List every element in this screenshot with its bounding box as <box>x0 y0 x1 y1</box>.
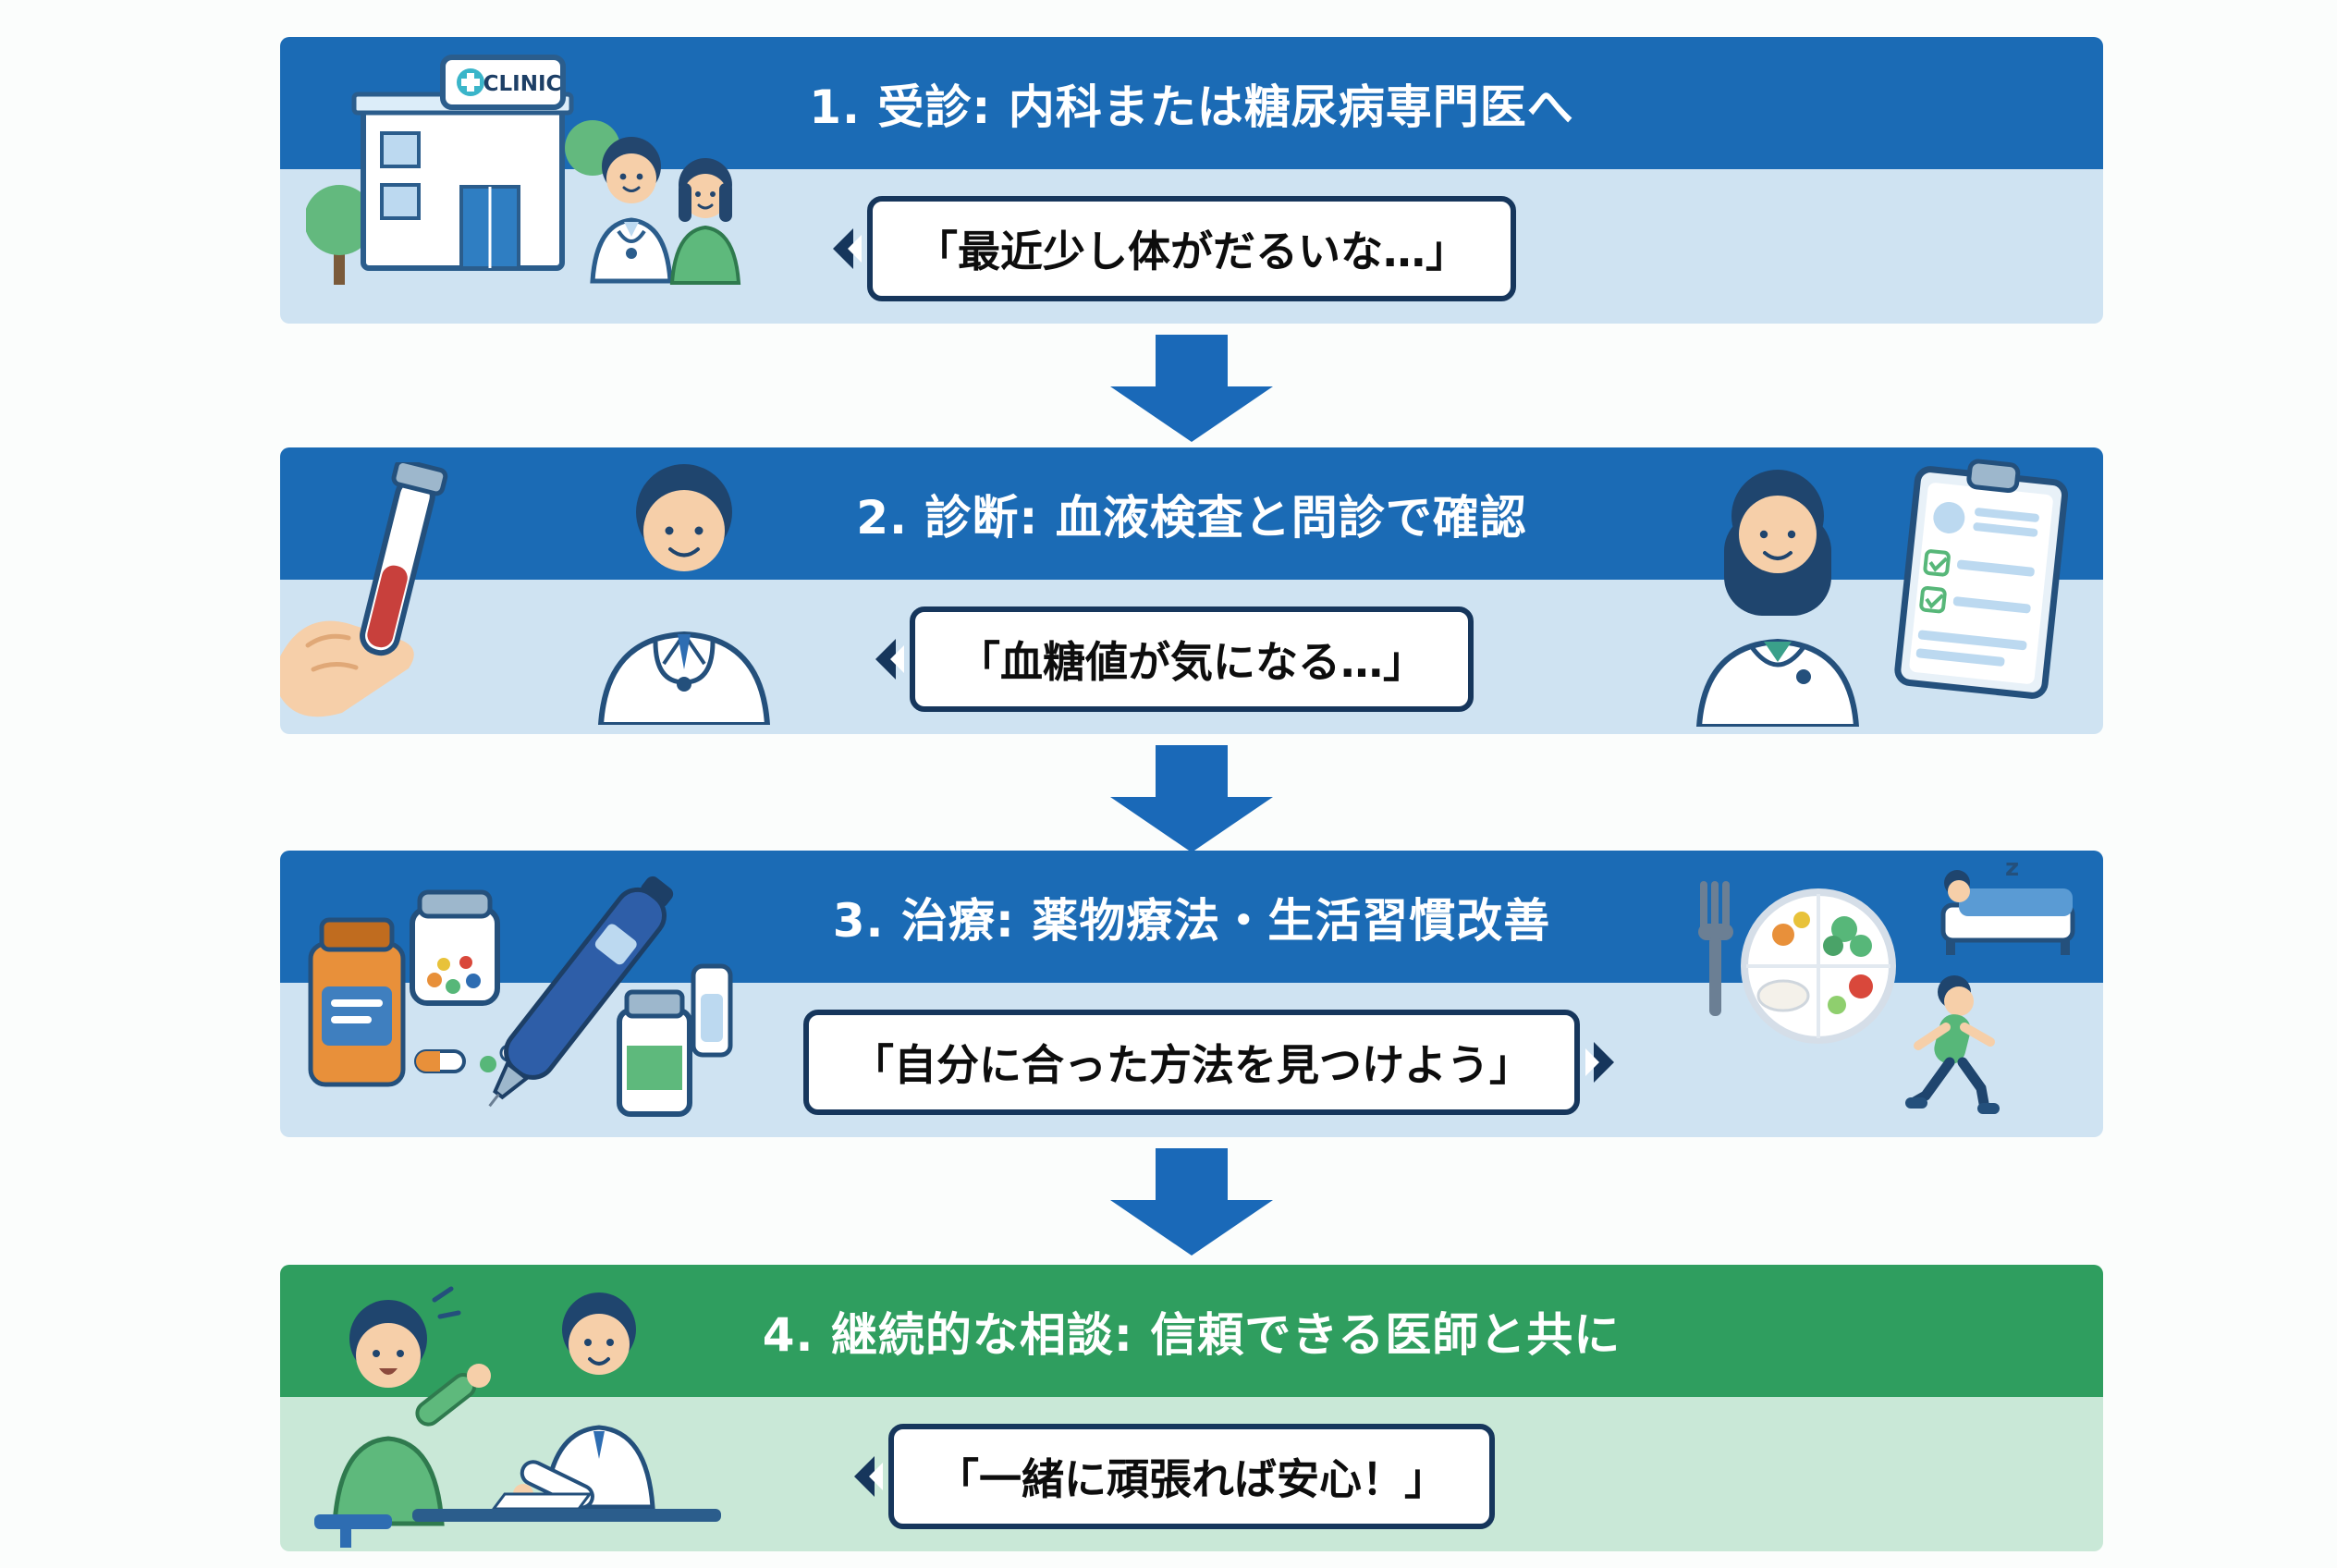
clinic-scene-illustration: CLINIC <box>306 55 741 285</box>
male-doctor-icon <box>597 464 771 725</box>
pill-jar-icon <box>410 889 500 1006</box>
doctor-icon <box>590 137 673 284</box>
meal-plate-icon <box>1741 888 1896 1044</box>
step-4-speech-bubble: 「一緒に頑張れば安心！」 <box>854 1424 1495 1529</box>
arrow-stem <box>1156 1148 1228 1200</box>
pill-bottle-icon <box>308 917 406 1087</box>
patient-icon <box>669 158 741 285</box>
sleep-z-text: z <box>2005 855 2019 882</box>
step-2-banner: 2. 診断: 血液検査と問診で確認 <box>280 447 2103 734</box>
runner-icon <box>1905 975 2000 1114</box>
step-1-title: 1. 受診: 内科または糖尿病専門医へ <box>809 80 1574 134</box>
arrow-stem <box>1156 335 1228 386</box>
step-3-bubble-text: 「自分に合った方法を見つけよう」 <box>851 1040 1532 1090</box>
step-4-title: 4. 継続的な相談: 信頼できる医師と共に <box>762 1307 1621 1362</box>
step-1-speech-bubble: 「最近少し体がだるいな…」 <box>833 196 1516 301</box>
step-3-banner: 3. 治療: 薬物療法・生活習慣改善 <box>280 851 2103 1137</box>
vial-icon <box>617 963 733 1117</box>
step-2-bubble-text: 「血糖値が気になる…」 <box>958 637 1425 687</box>
clipboard-checklist-icon <box>1894 459 2069 699</box>
patient-icon <box>332 1286 491 1526</box>
fork-icon <box>1698 881 1733 1016</box>
step-2-title: 2. 診断: 血液検査と問診で確認 <box>856 490 1527 545</box>
step-1-bubble-text: 「最近少し体がだるいな…」 <box>915 227 1468 276</box>
sleeping-person-icon: z <box>1940 855 2075 955</box>
lifestyle-illustration: z <box>1698 855 2075 1114</box>
down-arrow-icon <box>280 335 2103 442</box>
down-arrow-icon <box>280 1148 2103 1256</box>
step-3-title: 3. 治療: 薬物療法・生活習慣改善 <box>832 893 1551 948</box>
arrow-head <box>1110 386 1273 442</box>
doctor-icon <box>503 1292 655 1511</box>
arrow-stem <box>1156 745 1228 797</box>
step-4-bubble-text: 「一緒に頑張れば安心！」 <box>936 1454 1447 1504</box>
test-tube-icon <box>280 462 448 717</box>
medication-illustration <box>308 876 733 1117</box>
female-doctor-icon <box>1695 459 2069 727</box>
insulin-pen-icon <box>488 876 674 1108</box>
capsule-icon <box>414 1044 518 1073</box>
step-2-speech-bubble: 「血糖値が気になる…」 <box>875 606 1474 712</box>
medical-cross-icon <box>457 68 484 96</box>
down-arrow-icon <box>280 745 2103 852</box>
arrow-head <box>1110 1200 1273 1256</box>
arrow-head <box>1110 797 1273 852</box>
clinic-sign-text: CLINIC <box>483 72 562 96</box>
step-4-banner: 4. 継続的な相談: 信頼できる医師と共に <box>280 1265 2103 1551</box>
step-1-banner: 1. 受診: 内科または糖尿病専門医へ CLINIC <box>280 37 2103 324</box>
consultation-icon <box>314 1286 721 1548</box>
step-3-speech-bubble: 「自分に合った方法を見つけよう」 <box>803 1010 1614 1115</box>
